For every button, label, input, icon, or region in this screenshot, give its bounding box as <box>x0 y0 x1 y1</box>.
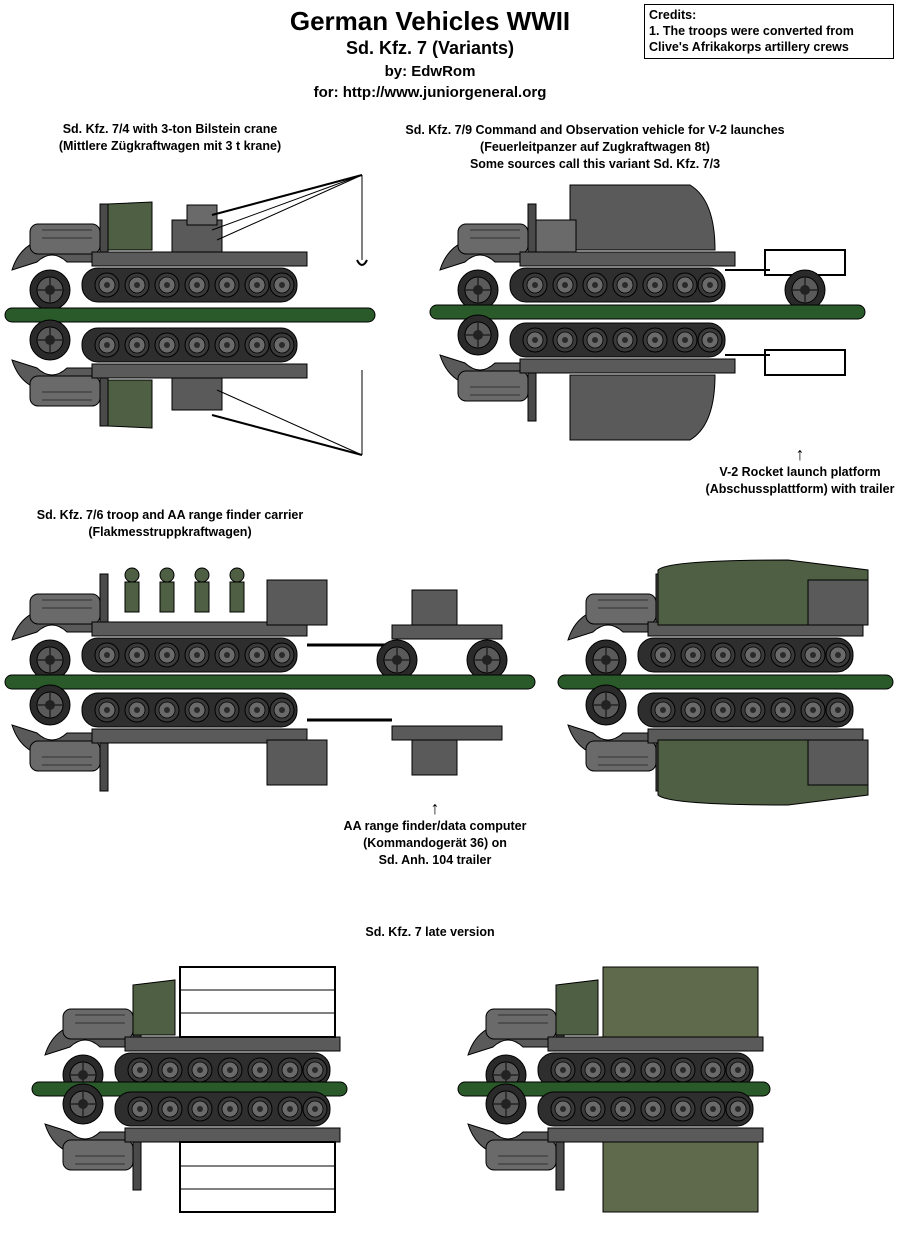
troop-vehicle-top <box>12 567 508 681</box>
page-subtitle: Sd. Kfz. 7 (Variants) <box>345 38 515 58</box>
troop-base-strip <box>4 674 536 690</box>
rangefinder-caption-line-1: AA range finder/data computer <box>343 819 527 833</box>
crane-caption: Sd. Kfz. 7/4 with 3-ton Bilstein crane (… <box>20 121 320 155</box>
late-open-vehicle-top <box>45 966 340 1095</box>
site-link[interactable]: for: http://www.juniorgeneral.org <box>313 84 547 101</box>
rangefinder-arrow: ↑ <box>430 798 440 818</box>
rangefinder-caption-line-3: Sd. Anh. 104 trailer <box>378 853 492 867</box>
late-open-vehicle-mirror <box>45 1084 340 1213</box>
rangefinder-caption-line-2: (Kommandogerät 36) on <box>363 836 507 850</box>
v2-caption: ↑ V-2 Rocket launch platform (Abschusspl… <box>680 444 900 498</box>
command-caption-line-3: Some sources call this variant Sd. Kfz. … <box>469 157 721 171</box>
late-covered-vehicle-mirror <box>468 1084 763 1213</box>
crane-caption-line-2: (Mittlere Zügkraftwagen mit 3 t krane) <box>58 139 282 153</box>
crane-base-strip <box>4 307 376 323</box>
command-caption-line-2: (Feuerleitpanzer auf Zugkraftwagen 8t) <box>480 140 710 154</box>
command-vehicle-mirror <box>440 315 846 441</box>
v2-arrow: ↑ <box>795 444 805 464</box>
covered-vehicle-top <box>568 559 869 680</box>
troop-caption-line-2: (Flakmesstruppkraftwagen) <box>88 525 252 539</box>
late-covered-vehicle-top <box>468 966 763 1095</box>
command-vehicle-top <box>440 184 846 311</box>
v2-caption-line-1: V-2 Rocket launch platform <box>719 465 881 479</box>
troop-vehicle-mirror <box>12 685 503 791</box>
page-title: German Vehicles WWII <box>289 6 571 36</box>
crane-vehicle-top <box>12 174 368 310</box>
troop-caption: Sd. Kfz. 7/6 troop and AA range finder c… <box>20 507 320 541</box>
covered-base-strip <box>557 674 894 690</box>
author-line: by: EdwRom <box>384 63 476 80</box>
crane-caption-line-1: Sd. Kfz. 7/4 with 3-ton Bilstein crane <box>62 122 278 136</box>
crane-vehicle-mirror <box>12 320 363 456</box>
rangefinder-caption: ↑ AA range finder/data computer (Kommand… <box>325 798 545 869</box>
command-caption: Sd. Kfz. 7/9 Command and Observation veh… <box>385 122 805 173</box>
credits-heading: Credits: <box>649 8 697 22</box>
covered-vehicle-mirror <box>568 685 869 806</box>
late-caption: Sd. Kfz. 7 late version <box>365 925 495 939</box>
command-caption-line-1: Sd. Kfz. 7/9 Command and Observation veh… <box>405 123 785 137</box>
credits-box: Credits: 1. The troops were converted fr… <box>644 4 894 59</box>
troop-caption-line-1: Sd. Kfz. 7/6 troop and AA range finder c… <box>36 508 304 522</box>
credits-line-2: Clive's Afrikakorps artillery crews <box>649 40 849 54</box>
v2-caption-line-2: (Abschussplattform) with trailer <box>705 482 895 496</box>
credits-line-1: 1. The troops were converted from <box>649 24 854 38</box>
command-base-strip <box>429 304 866 320</box>
